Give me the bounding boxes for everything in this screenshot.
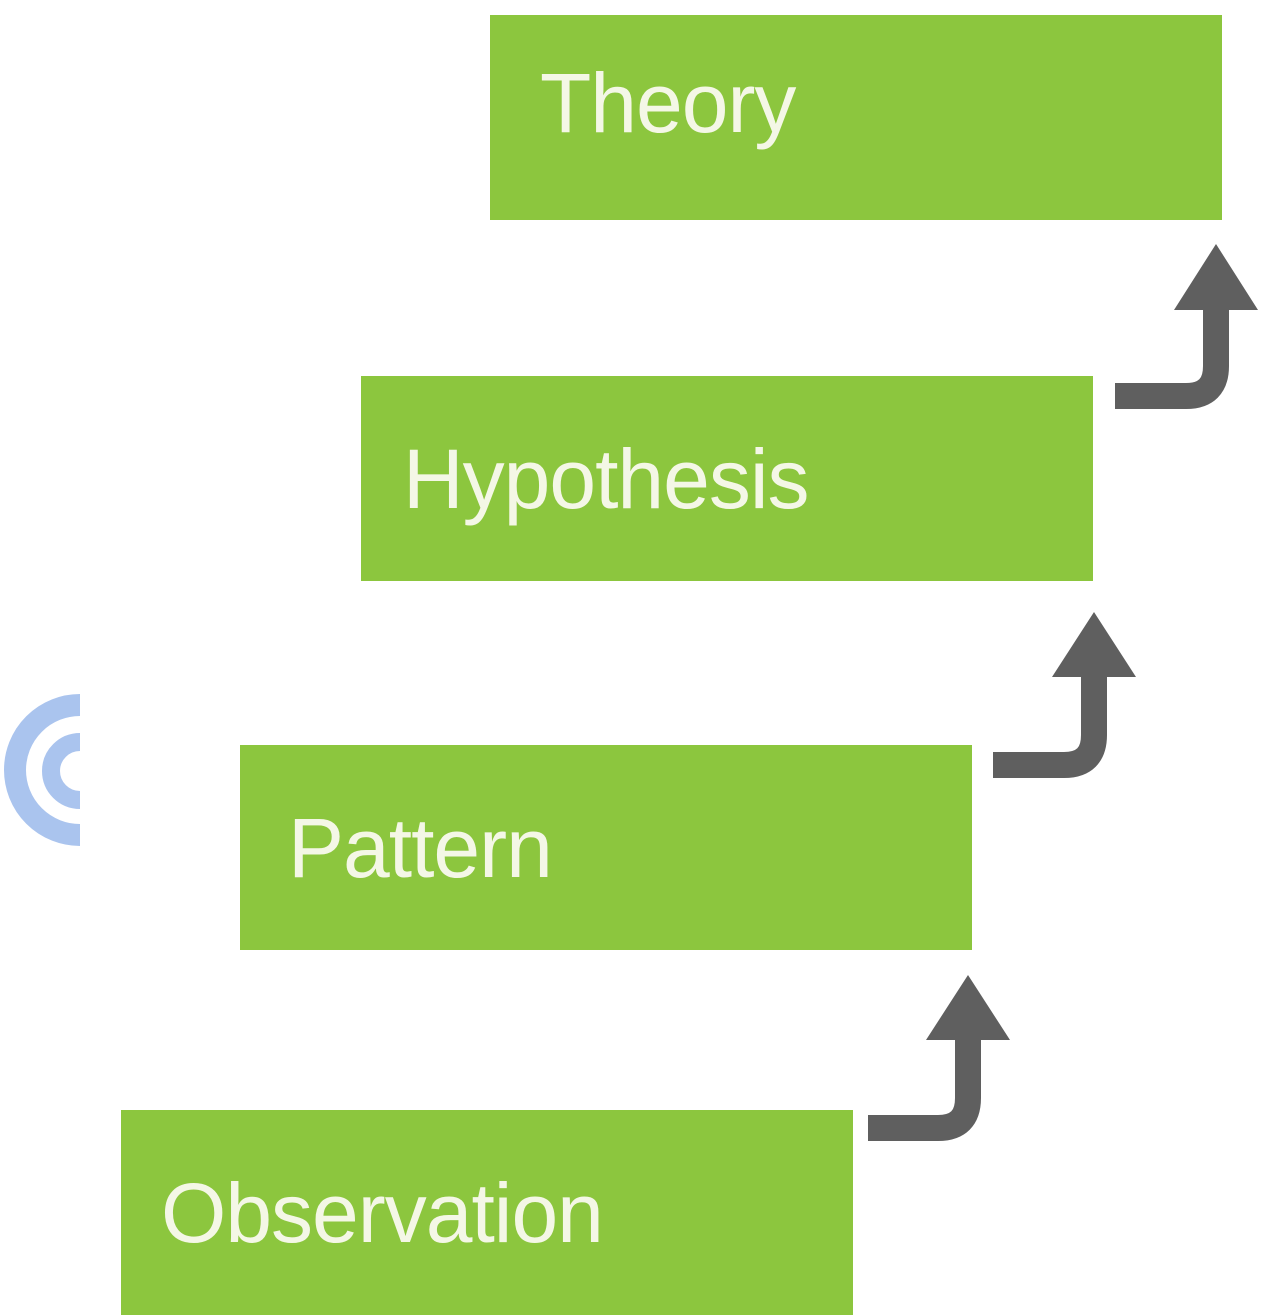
arrow-head-2 bbox=[1052, 612, 1136, 677]
partial-circle-icon bbox=[4, 694, 81, 846]
partial-circle-outer-arc bbox=[4, 694, 81, 846]
elbow-arrow-up-icon bbox=[993, 612, 1136, 778]
arrow-shaft-3 bbox=[1115, 305, 1229, 409]
elbow-arrow-up-icon bbox=[868, 975, 1010, 1141]
step-pattern: Pattern bbox=[240, 745, 972, 950]
elbow-arrow-up-icon bbox=[1115, 244, 1258, 409]
step-observation-label: Observation bbox=[161, 1165, 604, 1260]
step-hypothesis-label: Hypothesis bbox=[403, 431, 810, 526]
partial-circle-inner-arc bbox=[42, 733, 81, 809]
arrow-head-3 bbox=[1174, 244, 1258, 310]
arrow-head-1 bbox=[926, 975, 1010, 1040]
step-theory-label: Theory bbox=[540, 55, 796, 150]
step-observation: Observation bbox=[121, 1110, 853, 1315]
step-pattern-label: Pattern bbox=[288, 800, 553, 895]
step-hypothesis: Hypothesis bbox=[361, 376, 1093, 581]
step-theory: Theory bbox=[490, 15, 1222, 220]
arrow-shaft-1 bbox=[868, 1035, 981, 1141]
arrow-shaft-2 bbox=[993, 672, 1107, 778]
